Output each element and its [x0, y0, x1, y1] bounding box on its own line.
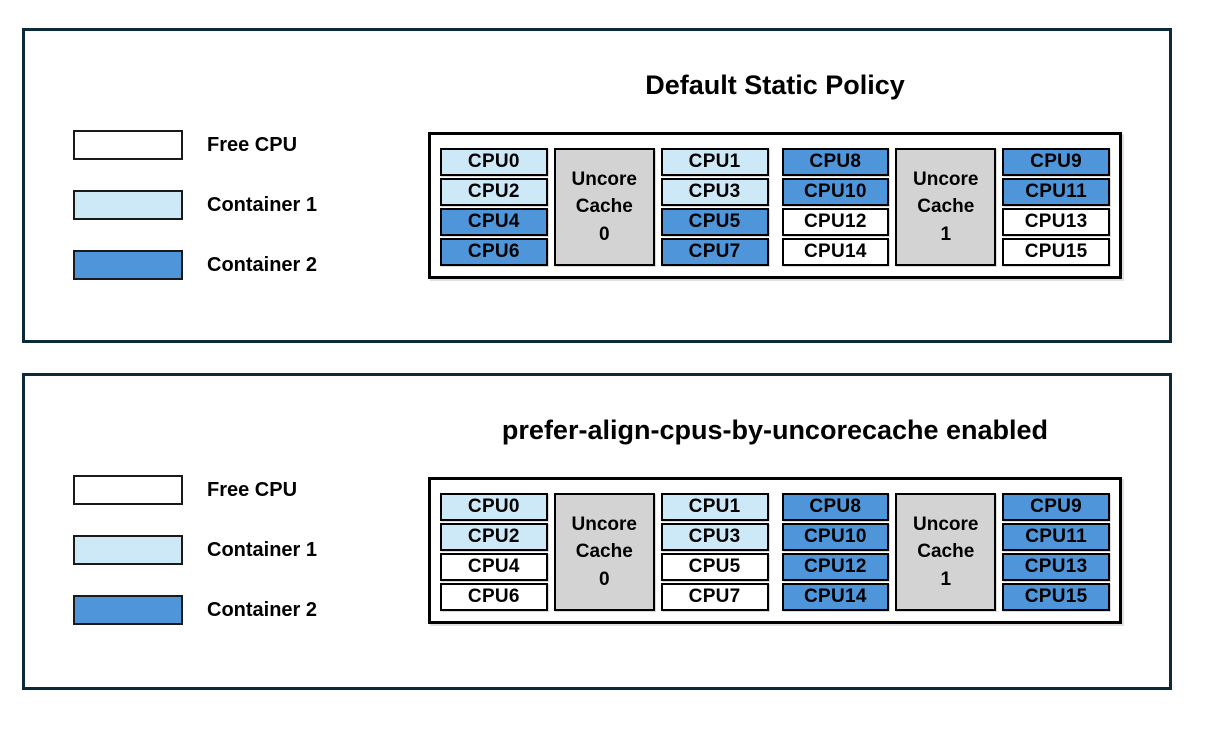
legend-item-container-2: Container 2 [73, 595, 317, 625]
cpu-cell: CPU7 [660, 238, 769, 266]
cpu-cell: CPU13 [1002, 553, 1110, 581]
cache-label-line: Uncore [571, 513, 637, 535]
panel-title: Default Static Policy [645, 70, 905, 100]
legend-item-free-cpu: Free CPU [73, 130, 317, 160]
cache-label-line: Cache [575, 541, 633, 563]
legend-swatch-free-cpu [73, 130, 183, 160]
cpu-cell: CPU14 [781, 583, 890, 611]
cpu-cell: CPU9 [1002, 493, 1110, 521]
cpu-cell: CPU4 [440, 208, 548, 236]
uncore-cache-block: Uncore Cache 1 [895, 148, 997, 266]
cpu-column-left: CPU0 CPU2 CPU4 CPU6 [440, 493, 548, 611]
cpu-cell: CPU6 [440, 238, 548, 266]
cpu-cell: CPU2 [440, 523, 548, 551]
legend-item-container-1: Container 1 [73, 190, 317, 220]
cpu-cell: CPU8 [781, 493, 890, 521]
legend-label: Container 1 [207, 193, 318, 216]
cpu-cell: CPU0 [440, 493, 548, 521]
cpu-cell: CPU15 [1002, 238, 1110, 266]
cpu-cell: CPU2 [440, 178, 548, 206]
legend-label: Container 2 [207, 253, 318, 276]
cpu-cell: CPU11 [1002, 178, 1110, 206]
legend-label: Container 1 [207, 538, 318, 561]
cache-label-line: 1 [940, 568, 952, 590]
cpu-cell: CPU10 [781, 523, 890, 551]
legend: Free CPU Container 1 Container 2 [73, 130, 317, 310]
cpu-cell: CPU10 [781, 178, 890, 206]
cpu-cell: CPU5 [660, 553, 769, 581]
legend-label: Free CPU [207, 133, 298, 156]
legend-label: Container 2 [207, 598, 318, 621]
cpu-cell: CPU15 [1002, 583, 1110, 611]
legend-item-container-2: Container 2 [73, 250, 317, 280]
legend-swatch-container-2 [73, 595, 183, 625]
cpu-topology-diagram: CPU0 CPU2 CPU4 CPU6 Uncore Cache 0 CPU1 … [428, 477, 1122, 624]
legend-item-container-1: Container 1 [73, 535, 317, 565]
cpu-cell: CPU14 [781, 238, 890, 266]
panel-prefer-align-uncorecache: prefer-align-cpus-by-uncorecache enabled… [22, 373, 1172, 690]
legend-swatch-container-1 [73, 535, 183, 565]
cpu-cell: CPU13 [1002, 208, 1110, 236]
cpu-cell: CPU5 [660, 208, 769, 236]
cache-label-line: 1 [940, 223, 952, 245]
panel-default-static-policy: Default Static Policy Free CPU Container… [22, 28, 1172, 343]
cpu-cell: CPU6 [440, 583, 548, 611]
legend-swatch-container-2 [73, 250, 183, 280]
uncore-cache-block: Uncore Cache 0 [553, 493, 655, 611]
cpu-cell: CPU0 [440, 148, 548, 176]
uncore-cache-0-group: CPU0 CPU2 CPU4 CPU6 Uncore Cache 0 CPU1 … [440, 493, 769, 611]
cache-label-line: Uncore [913, 168, 979, 190]
cache-label-line: Cache [917, 196, 975, 218]
cpu-cell: CPU3 [660, 523, 769, 551]
cpu-cell: CPU3 [660, 178, 769, 206]
legend-swatch-container-1 [73, 190, 183, 220]
legend-swatch-free-cpu [73, 475, 183, 505]
cpu-column-right: CPU9 CPU11 CPU13 CPU15 [1002, 493, 1110, 611]
cpu-cell: CPU9 [1002, 148, 1110, 176]
cpu-cell: CPU12 [781, 553, 890, 581]
legend: Free CPU Container 1 Container 2 [73, 475, 317, 655]
cpu-topology-diagram: CPU0 CPU2 CPU4 CPU6 Uncore Cache 0 CPU1 … [428, 132, 1122, 279]
cache-label-line: 0 [598, 568, 610, 590]
cpu-cell: CPU4 [440, 553, 548, 581]
cpu-cell: CPU1 [660, 493, 769, 521]
cache-label-line: 0 [598, 223, 610, 245]
uncore-cache-1-group: CPU8 CPU10 CPU12 CPU14 Uncore Cache 1 CP… [781, 493, 1110, 611]
cpu-cell: CPU12 [781, 208, 890, 236]
cpu-column-left: CPU8 CPU10 CPU12 CPU14 [781, 148, 890, 266]
cache-label-line: Cache [917, 541, 975, 563]
uncore-cache-block: Uncore Cache 0 [553, 148, 655, 266]
uncore-cache-0-group: CPU0 CPU2 CPU4 CPU6 Uncore Cache 0 CPU1 … [440, 148, 769, 266]
legend-item-free-cpu: Free CPU [73, 475, 317, 505]
cache-label-line: Cache [575, 196, 633, 218]
cpu-column-right: CPU9 CPU11 CPU13 CPU15 [1002, 148, 1110, 266]
cpu-cell: CPU11 [1002, 523, 1110, 551]
cpu-column-left: CPU0 CPU2 CPU4 CPU6 [440, 148, 548, 266]
uncore-cache-block: Uncore Cache 1 [895, 493, 997, 611]
cache-label-line: Uncore [571, 168, 637, 190]
cpu-column-right: CPU1 CPU3 CPU5 CPU7 [660, 493, 769, 611]
cpu-cell: CPU7 [660, 583, 769, 611]
cpu-column-left: CPU8 CPU10 CPU12 CPU14 [781, 493, 890, 611]
cpu-cell: CPU1 [660, 148, 769, 176]
uncore-cache-1-group: CPU8 CPU10 CPU12 CPU14 Uncore Cache 1 CP… [781, 148, 1110, 266]
legend-label: Free CPU [207, 478, 298, 501]
cache-label-line: Uncore [913, 513, 979, 535]
panel-title: prefer-align-cpus-by-uncorecache enabled [501, 415, 1049, 445]
cpu-column-right: CPU1 CPU3 CPU5 CPU7 [660, 148, 769, 266]
cpu-cell: CPU8 [781, 148, 890, 176]
